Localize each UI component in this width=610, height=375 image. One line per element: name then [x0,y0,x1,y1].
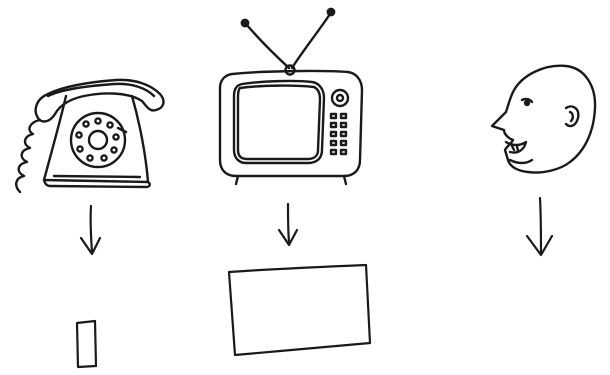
telephone-icon [16,80,163,192]
narrow-rectangle-icon [77,321,96,367]
human-head-icon [492,66,595,173]
down-arrow-icon [527,198,552,255]
television-icon [220,9,362,184]
down-arrow-icon [81,206,100,254]
wide-rectangle-icon [229,265,370,355]
down-arrow-icon [279,204,297,245]
